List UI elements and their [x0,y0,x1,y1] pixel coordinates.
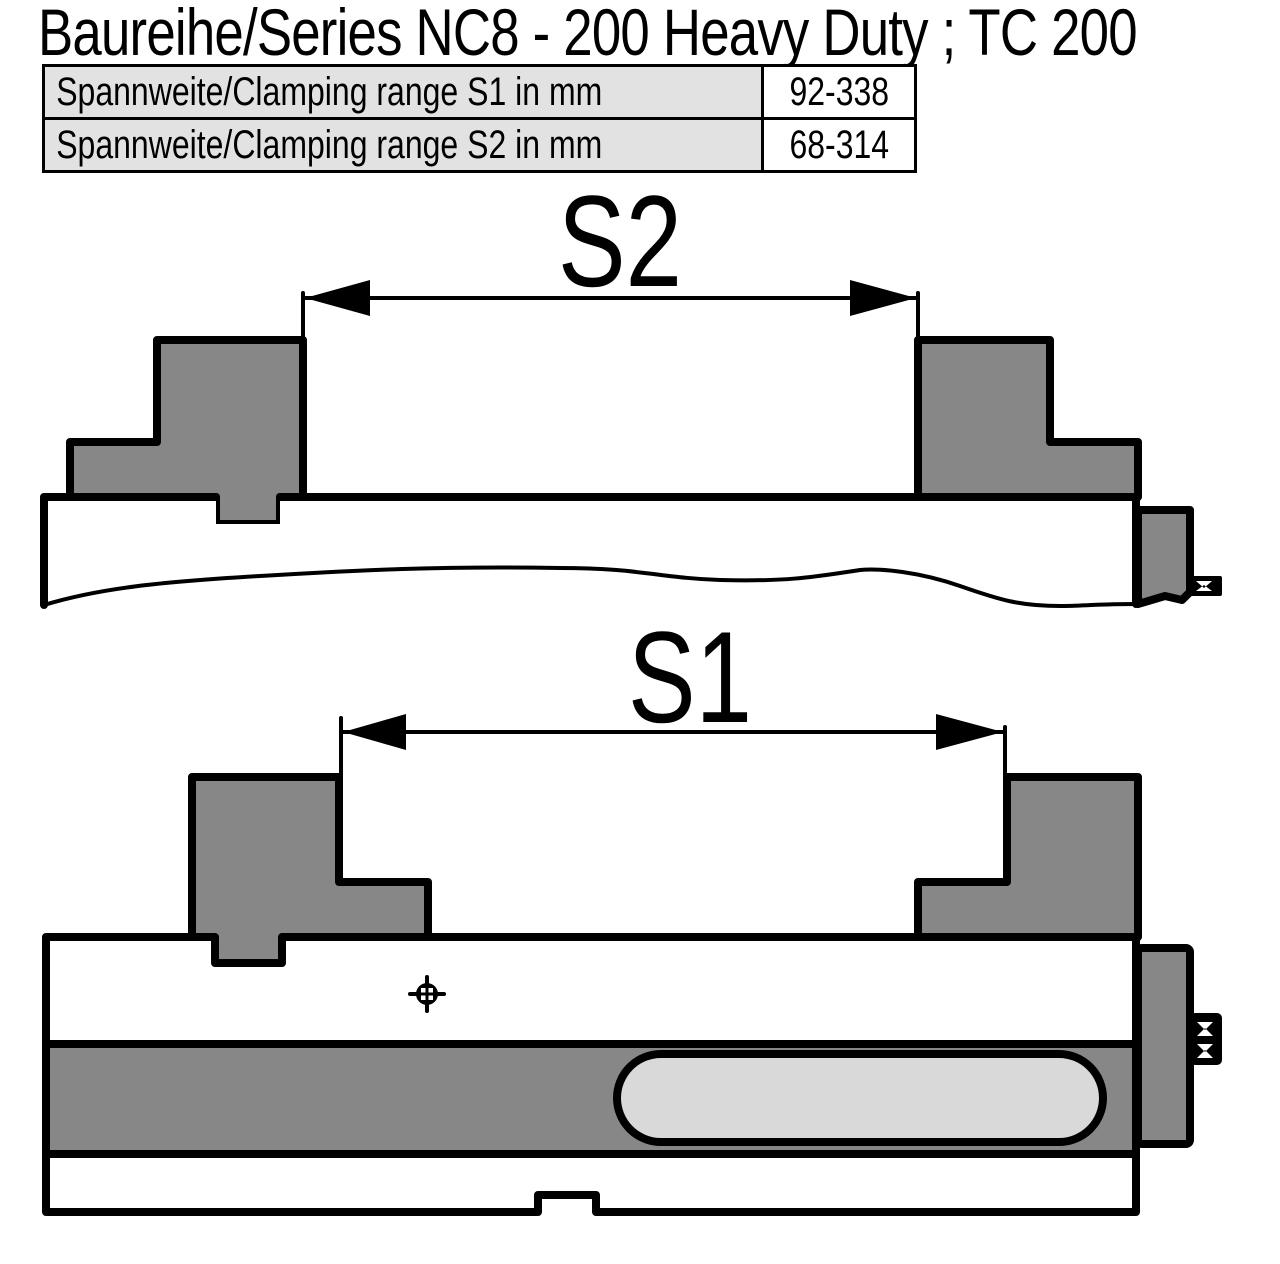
s1-dimension-label: S1 [627,604,753,750]
top-vise-body [44,497,1136,606]
bottom-right-jaw [914,773,1142,941]
crosshair-center-mark-icon [408,975,446,1013]
top-right-jaw [914,336,1142,501]
table-cell-value: 92-338 [761,64,917,120]
s2-dimension [301,280,920,342]
table-cell-label: Spannweite/Clamping range S1 in mm [42,64,764,120]
s2-dimension-label: S2 [557,168,683,314]
s1-arrow-left-icon [343,714,406,750]
top-spindle-housing [1134,506,1194,608]
s2-arrow-right-icon [850,280,916,316]
bottom-vise-view [42,773,1222,1216]
clamping-range-table: Spannweite/Clamping range S1 in mm 92-33… [42,64,917,173]
bottom-hex-nut-icon [1190,1013,1222,1065]
break-line [42,565,1138,608]
s2-arrow-left-icon [305,280,370,316]
top-hex-nut-mark [1196,581,1212,591]
bottom-spindle-housing [1134,944,1194,1148]
table-cell-label: Spannweite/Clamping range S2 in mm [42,117,764,173]
s1-arrow-right-icon [936,714,1003,750]
table-row-s2: Spannweite/Clamping range S2 in mm 68-31… [42,117,917,173]
bottom-vise-slot [613,1050,1107,1146]
s1-dimension [339,714,1007,779]
table-row-s1: Spannweite/Clamping range S1 in mm 92-33… [42,64,917,120]
page-title: Baureihe/Series NC8 - 200 Heavy Duty ; T… [38,0,1138,69]
top-vise-view [40,336,1222,609]
bottom-left-jaw [188,773,432,967]
table-cell-value: 68-314 [761,117,917,173]
